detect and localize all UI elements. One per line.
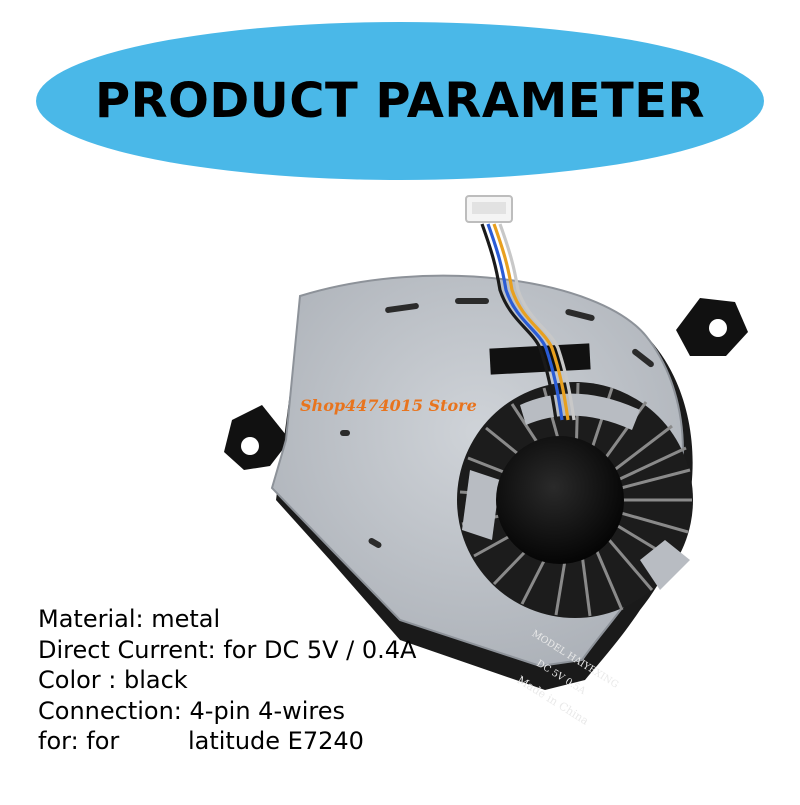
spec-connection: Connection: 4-pin 4-wires (38, 696, 346, 725)
spec-compatibility: for: for latitude E7240 (38, 727, 364, 755)
spec-list: Material: metal Direct Current: for DC 5… (38, 604, 416, 757)
fan-illustration (224, 195, 748, 690)
spec-current: Direct Current: for DC 5V / 0.4A (38, 635, 417, 664)
product-image: MODEL HAIYEXING DC 5V 0.5A Made in China (0, 180, 800, 800)
fan-intake (457, 382, 693, 618)
spec-material: Material: metal (38, 605, 221, 633)
vent-slots (340, 298, 654, 548)
fan-hub (496, 436, 624, 564)
mounting-tab-left (224, 405, 290, 470)
banner-title: PRODUCT PARAMETER (94, 73, 706, 129)
cable-tape (489, 343, 591, 375)
fan-connector (465, 195, 513, 223)
spec-color: Color : black (38, 666, 188, 694)
store-watermark: Shop4474015 Store (300, 396, 477, 415)
fan-wires (480, 223, 576, 421)
title-banner: PRODUCT PARAMETER (36, 22, 764, 180)
mounting-tab-right-top (676, 298, 748, 356)
